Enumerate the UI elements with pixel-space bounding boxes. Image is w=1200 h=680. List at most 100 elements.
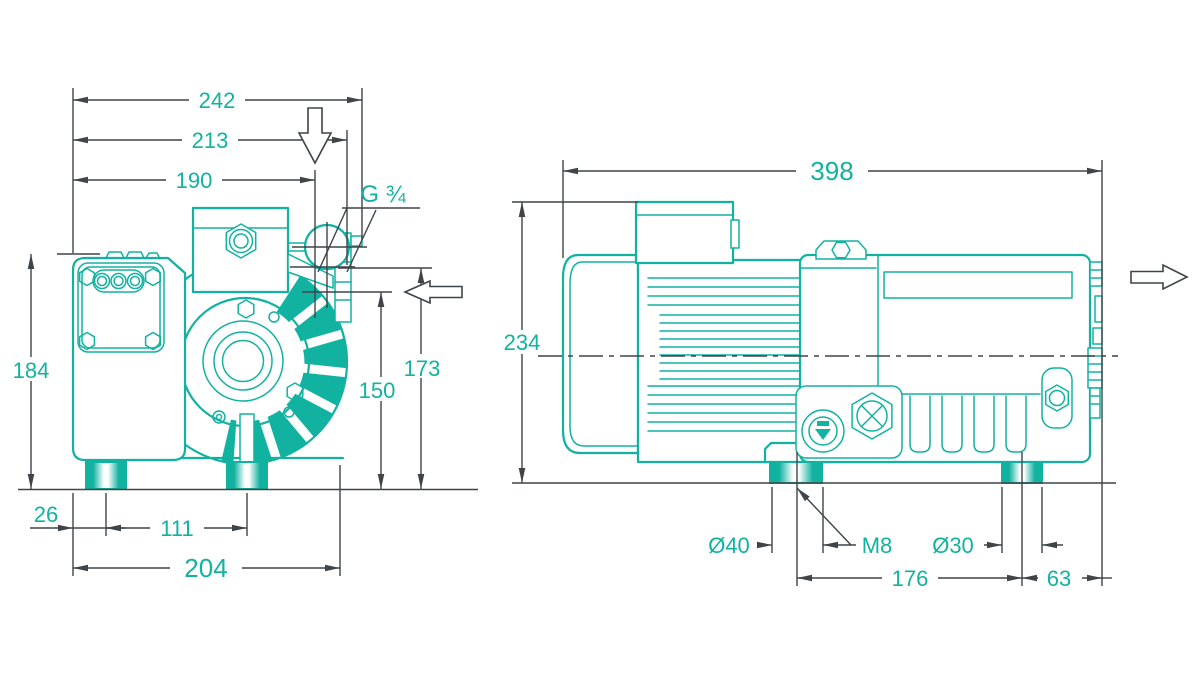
label-gap <box>150 517 204 539</box>
terminal-box-side <box>634 200 735 265</box>
exhaust-flange-detail <box>1089 387 1101 419</box>
dim-label-overall-width: 242 <box>199 88 236 113</box>
foot-front-left <box>85 461 127 490</box>
dim-label-foot-spacing-front: 111 <box>160 516 193 541</box>
label-gap <box>4 357 58 381</box>
bolt-boss <box>1041 367 1073 429</box>
dim-label-mounting-thread: M8 <box>862 533 893 558</box>
bolt-bore <box>1048 389 1066 407</box>
label-gap <box>494 330 550 354</box>
leader-line-m8 <box>796 487 856 546</box>
fan-cover <box>561 253 640 455</box>
label-gap <box>395 354 449 378</box>
label-gap <box>182 129 238 150</box>
cable-gland-icon <box>113 275 124 287</box>
label-gap <box>189 89 245 110</box>
side-extension-lines <box>512 160 1103 586</box>
flange-lines <box>1089 395 1101 405</box>
terminal-box-front <box>71 251 187 462</box>
shaft-collar <box>213 331 273 391</box>
drain-channel <box>239 413 255 463</box>
bottom-fins <box>909 395 1027 453</box>
sight-glass-ring <box>808 416 838 446</box>
pin-hole <box>283 406 295 418</box>
dim-label-front-foot-dia: Ø40 <box>708 533 750 558</box>
screw-hex-icon <box>78 267 96 287</box>
front-view <box>71 206 363 490</box>
shaft-bore <box>221 339 265 383</box>
gland-bumps <box>105 251 161 260</box>
exhaust-flange-detail <box>1087 347 1103 389</box>
cable-gland-icon <box>93 272 111 290</box>
dim-label-overall-height: 234 <box>504 330 541 355</box>
side-view <box>561 200 1103 484</box>
inlet-flange-front <box>191 206 290 294</box>
dim-label-rear-foot-dia: Ø30 <box>932 533 974 558</box>
fan-cover-inner <box>569 261 639 447</box>
drain-plug-ring <box>856 400 888 432</box>
bolt-hex-icon <box>1044 384 1070 412</box>
screw-hex-icon <box>144 267 162 287</box>
flange-lines <box>1089 269 1103 279</box>
lid-hinge <box>730 219 740 249</box>
dim-label-outlet-height: 150 <box>359 378 396 403</box>
drain-channel-fill <box>240 414 254 462</box>
exhaust-flange-detail <box>1089 261 1103 287</box>
bolt-hex-icon <box>237 299 255 319</box>
nut-ring <box>228 228 254 254</box>
dim-label-overall-length: 398 <box>810 156 853 186</box>
dim-label-foot-spacing-side: 176 <box>892 566 929 591</box>
cable-gland-icon <box>96 275 108 287</box>
dim-label-width-to-port: 213 <box>192 128 229 153</box>
cable-gland-icon <box>129 275 141 287</box>
screw-hex-icon <box>78 331 96 351</box>
pin-hole <box>212 410 226 424</box>
dim-label-rear-overhang: 63 <box>1047 566 1071 591</box>
foot-front-right <box>226 461 268 490</box>
port-neck <box>287 242 307 252</box>
dimensions: 242 213 190 G ¾ 184 150 173 26 111 204 3… <box>4 88 1189 591</box>
cable-gland-icon <box>126 272 144 290</box>
motor-core-lines <box>659 314 893 380</box>
foot-side-front <box>769 461 823 484</box>
label-gap <box>882 565 938 589</box>
dim-label-foot-offset: 26 <box>34 502 58 527</box>
dim-label-port-height: 173 <box>404 356 441 381</box>
shroud-slots <box>233 292 355 473</box>
label-gap <box>166 169 222 190</box>
label-gap <box>796 157 868 184</box>
oil-fill-cap <box>815 240 867 260</box>
label-gap <box>1038 565 1082 589</box>
oil-fill-hex-icon <box>831 241 851 259</box>
inlet-flow-down-arrow-icon <box>297 107 333 165</box>
cover-plate <box>77 262 165 353</box>
dim-label-inlet-thread: G ¾ <box>360 181 406 208</box>
pump-body-side <box>763 240 1103 484</box>
dim-label-width-to-inlet: 190 <box>176 168 213 193</box>
outlet-flow-left-arrow-icon <box>403 279 463 305</box>
dim-label-body-height: 184 <box>13 358 50 383</box>
cover-plate-inner <box>81 266 161 349</box>
dim-label-foot-overall: 204 <box>184 553 227 583</box>
gland-pill <box>92 269 145 293</box>
front-extension-lines <box>57 88 432 576</box>
pin-hole <box>215 413 223 421</box>
nameplate <box>883 271 1073 299</box>
drain-symbol-icon <box>815 429 831 440</box>
label-gap <box>170 555 242 581</box>
bolt-hex-icon <box>286 382 304 402</box>
motor-fins <box>647 277 893 432</box>
cable-gland-icon <box>110 272 127 290</box>
label-gap <box>350 377 404 401</box>
drain-plug-cross <box>861 405 883 427</box>
hub-ring <box>202 320 284 402</box>
exhaust-flange-detail <box>1094 295 1103 323</box>
port-gusset <box>287 253 334 289</box>
screw-hex-icon <box>144 331 162 351</box>
nut-bore <box>233 233 249 249</box>
pin-hole <box>268 311 280 323</box>
outlet-flow-right-arrow-icon <box>1130 263 1189 291</box>
drain-symbol-icon <box>817 421 829 426</box>
